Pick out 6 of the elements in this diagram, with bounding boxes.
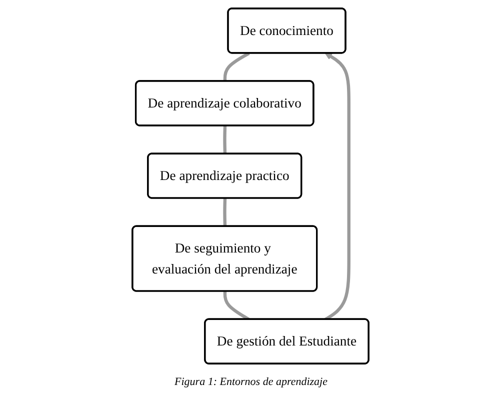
connector	[224, 52, 250, 82]
connector	[224, 126, 228, 154]
connector	[224, 291, 250, 321]
arrow	[324, 53, 351, 321]
figure-caption: Figura 1: Entornos de aprendizaje	[174, 376, 328, 388]
connector	[224, 198, 228, 227]
